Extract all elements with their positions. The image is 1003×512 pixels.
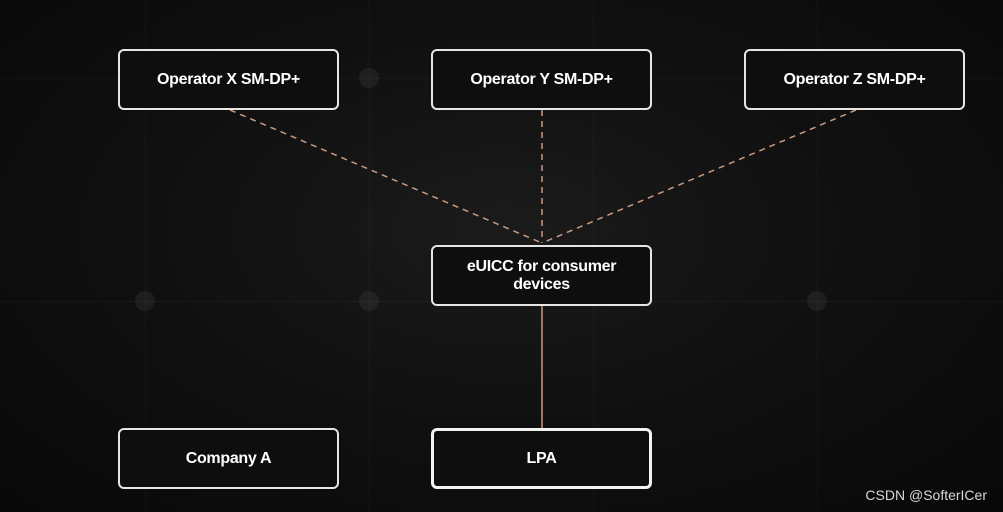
- node-lpa: LPA: [431, 428, 652, 489]
- edge-operator-z-euicc: [541, 109, 857, 244]
- node-euicc-consumer-devices: eUICC for consumer devices: [431, 245, 652, 306]
- node-company-a: Company A: [118, 428, 339, 489]
- node-label: Operator Y SM-DP+: [470, 70, 613, 88]
- node-operator-z-sm-dp: Operator Z SM-DP+: [744, 49, 965, 110]
- grid-dot: [359, 291, 379, 311]
- node-operator-x-sm-dp: Operator X SM-DP+: [118, 49, 339, 110]
- grid-dot: [359, 68, 379, 88]
- node-label: eUICC for consumer devices: [466, 257, 617, 293]
- watermark-text: CSDN @SofterICer: [865, 487, 987, 503]
- node-label: Operator X SM-DP+: [157, 70, 300, 88]
- grid-dot: [807, 291, 827, 311]
- node-operator-y-sm-dp: Operator Y SM-DP+: [431, 49, 652, 110]
- node-label: Company A: [185, 449, 272, 467]
- node-label: Operator Z SM-DP+: [783, 70, 926, 88]
- node-label: LPA: [526, 449, 557, 467]
- grid-dot: [135, 291, 155, 311]
- edge-operator-x-euicc: [229, 109, 543, 244]
